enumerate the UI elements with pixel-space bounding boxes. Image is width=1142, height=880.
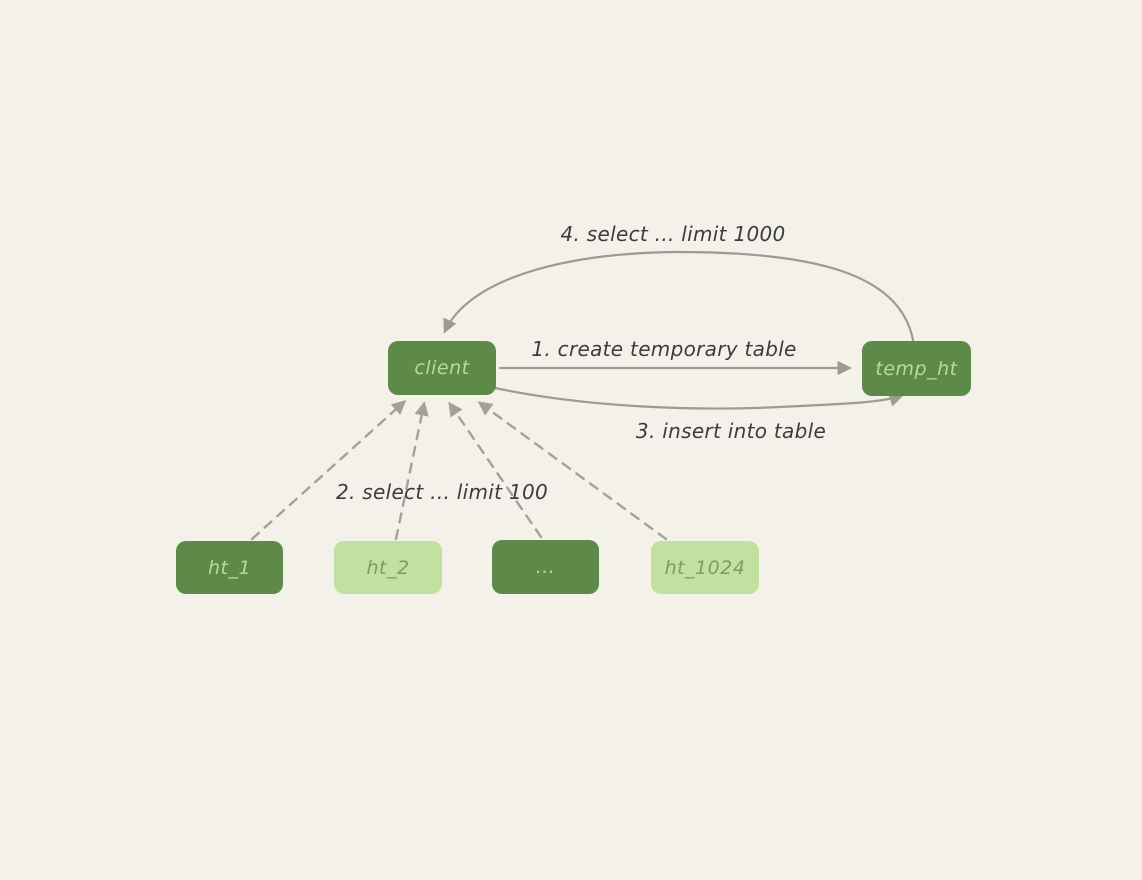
node-client: client bbox=[388, 341, 496, 395]
node-ht-1024-label: ht_1024 bbox=[664, 556, 746, 579]
edge-label-select-result: 4. select ... limit 1000 bbox=[560, 222, 786, 246]
edge-select-htmore-arrow bbox=[448, 401, 543, 539]
edge-select-ht2-arrow bbox=[394, 401, 429, 541]
node-temp-ht-label: temp_ht bbox=[875, 357, 958, 380]
node-ht-more: ... bbox=[492, 540, 599, 594]
node-ht-1-label: ht_1 bbox=[207, 556, 252, 579]
node-ht-2: ht_2 bbox=[334, 541, 442, 594]
node-ht-1024: ht_1024 bbox=[651, 541, 759, 594]
node-ht-more-label: ... bbox=[535, 556, 556, 578]
node-ht-1: ht_1 bbox=[176, 541, 283, 594]
edge-select-result-arrow bbox=[443, 250, 915, 342]
node-client-label: client bbox=[414, 357, 470, 379]
edge-label-create-table: 1. create temporary table bbox=[531, 337, 797, 361]
edge-select-ht1-arrow bbox=[250, 400, 407, 541]
edge-label-insert-table: 3. insert into table bbox=[635, 419, 827, 443]
node-temp-ht: temp_ht bbox=[862, 341, 971, 396]
edge-select-ht1024-arrow bbox=[477, 401, 668, 541]
edge-label-select-shards: 2. select ... limit 100 bbox=[335, 480, 549, 504]
node-ht-2-label: ht_2 bbox=[366, 556, 410, 579]
edge-insert-table-arrow bbox=[493, 386, 904, 410]
